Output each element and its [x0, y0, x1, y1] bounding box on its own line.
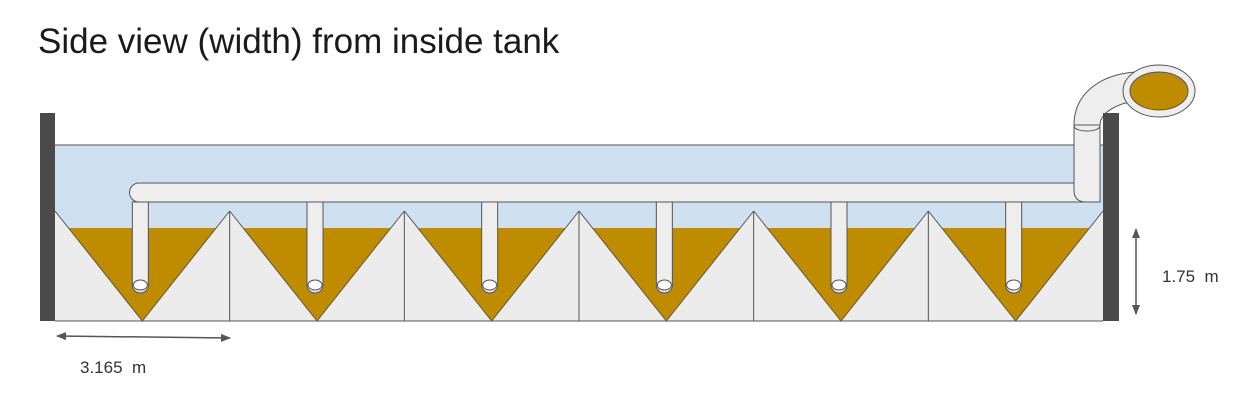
drop-pipe-opening: [831, 279, 847, 291]
hopper-body: [55, 211, 230, 321]
drop-pipe-opening: [656, 279, 672, 291]
riser-pipe: [1073, 120, 1101, 203]
height-dimension-label: 1.75 m: [1162, 267, 1219, 286]
drop-pipe-opening: [1006, 279, 1022, 291]
drop-pipe: [306, 201, 324, 294]
drop-pipe-opening: [307, 279, 323, 291]
drop-pipe-opening: [132, 279, 148, 291]
header-pipe: [129, 182, 1091, 203]
hopper-body: [579, 211, 754, 321]
right-tank-wall: [1103, 113, 1119, 321]
outlet-pipe-end: [1122, 64, 1196, 118]
hopper-body: [928, 211, 1103, 321]
drop-pipe-opening: [482, 279, 498, 291]
drop-pipe: [131, 201, 149, 294]
diagram-title: Side view (width) from inside tank: [38, 22, 560, 61]
hopper-body: [404, 211, 579, 321]
drop-pipe: [655, 201, 673, 294]
drop-pipe: [1005, 201, 1023, 294]
width-dimension-arrow: [56, 332, 231, 342]
width-dimension: 3.165 m: [56, 332, 231, 377]
hopper-body: [229, 211, 405, 321]
drop-pipe: [481, 201, 499, 294]
hopper-group: [54, 210, 1104, 322]
width-dimension-label: 3.165 m: [80, 358, 146, 377]
hopper-body: [753, 211, 929, 321]
height-dimension: 1.75 m: [1132, 228, 1219, 315]
drop-pipe: [830, 201, 848, 294]
left-tank-wall: [40, 113, 55, 321]
drop-pipe-group: [131, 201, 1023, 294]
